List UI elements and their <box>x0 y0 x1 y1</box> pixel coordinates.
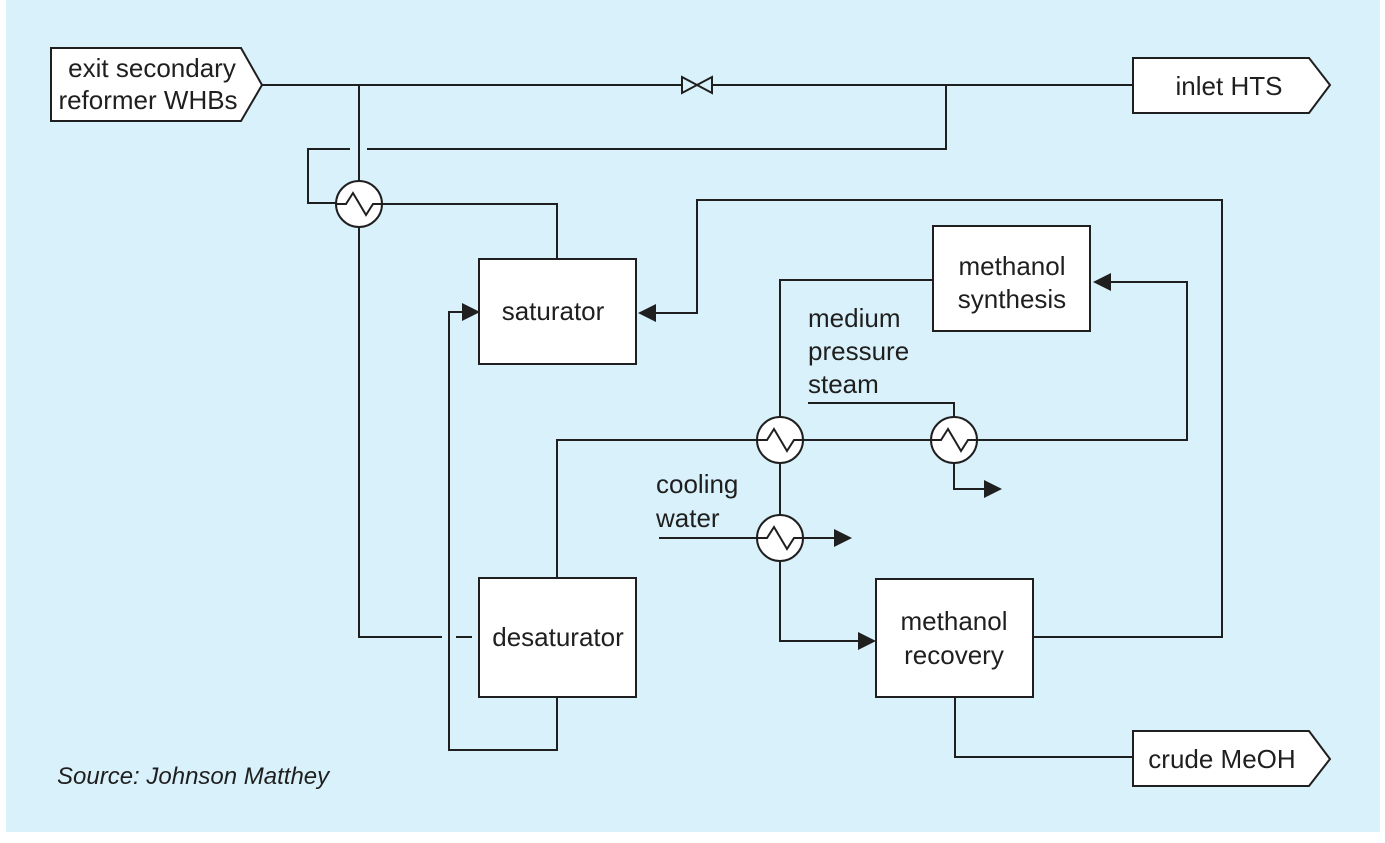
methanol-recovery-label-line1: methanol <box>901 606 1008 636</box>
methanol-recovery-label-line2: recovery <box>904 640 1004 670</box>
heat-exchanger-icon <box>930 416 978 464</box>
heat-exchanger-icon <box>335 180 383 228</box>
arrows <box>462 273 1111 650</box>
saturator-unit: saturator <box>478 258 637 365</box>
hx1-to-saturator-line <box>382 203 558 259</box>
cooling-water-label-line1: cooling <box>656 469 738 499</box>
arrow-cooling-water-out <box>834 529 852 547</box>
arrow-into-saturator-left <box>462 303 480 321</box>
hx3-to-synthesis-line <box>977 281 1188 441</box>
cooling-water-label-line2: water <box>655 503 720 533</box>
arrow-into-synthesis <box>1093 273 1111 291</box>
hx4-to-recovery-line <box>779 561 858 642</box>
steam-out-line <box>953 463 985 490</box>
desaturator-to-hx2-line <box>556 439 757 578</box>
bypass-loop <box>307 85 947 204</box>
crude-meoh-tag: crude MeOH <box>1132 730 1332 787</box>
heat-exchanger-icon <box>756 514 804 562</box>
methanol-synthesis-label-line2: synthesis <box>958 284 1066 314</box>
cooling-water-label: cooling water <box>655 469 738 533</box>
methanol-synthesis-label-line1: methanol <box>959 251 1066 281</box>
desaturator-loop-line <box>448 311 558 751</box>
inlet-hts-tag: inlet HTS <box>1132 57 1332 114</box>
gas-to-desaturator-line <box>358 85 472 638</box>
exit-secondary-tag: exit secondary reformer WHBs <box>50 47 264 122</box>
methanol-synthesis-unit: methanol synthesis <box>932 225 1091 332</box>
steam-label-line3: steam <box>808 369 879 399</box>
recovery-to-crude-line <box>954 697 1133 758</box>
exit-secondary-label-line1: exit secondary <box>68 53 236 83</box>
steam-label-line1: medium <box>808 303 900 333</box>
valve-icon <box>681 75 713 95</box>
crude-meoh-label: crude MeOH <box>1148 744 1295 774</box>
arrow-into-recovery <box>858 632 876 650</box>
desaturator-label: desaturator <box>492 622 624 652</box>
heat-exchanger-icon <box>756 416 804 464</box>
steam-feed-line <box>808 402 955 417</box>
desaturator-unit: desaturator <box>478 577 637 698</box>
exit-secondary-label-line2: reformer WHBs <box>58 85 237 115</box>
inlet-hts-label: inlet HTS <box>1176 71 1283 101</box>
methanol-recovery-unit: methanol recovery <box>875 578 1034 698</box>
steam-label-line2: pressure <box>808 336 909 366</box>
synthesis-outlet-line <box>779 279 933 417</box>
recovery-to-saturator-line <box>656 199 1223 638</box>
diagram-background <box>6 0 1380 832</box>
medium-pressure-steam-label: medium pressure steam <box>808 303 909 399</box>
arrow-into-saturator-right <box>638 304 656 322</box>
arrow-steam-out <box>984 480 1002 498</box>
pipes <box>262 84 1223 758</box>
source-caption: Source: Johnson Matthey <box>57 763 331 790</box>
saturator-label: saturator <box>502 296 605 326</box>
